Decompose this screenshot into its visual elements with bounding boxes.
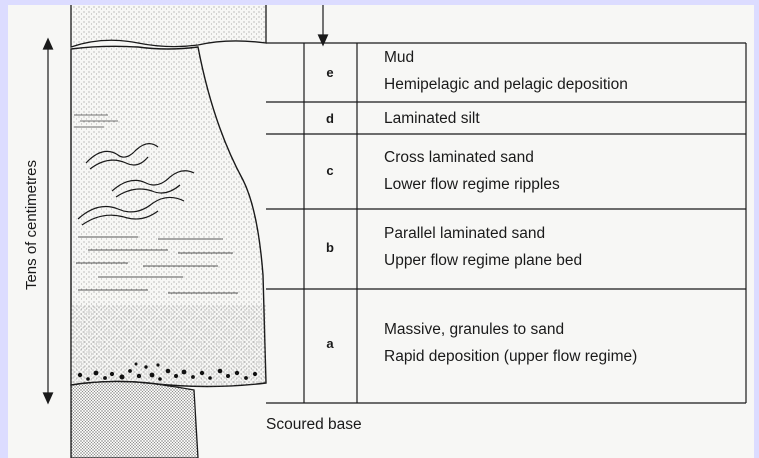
- bouma-sequence-diagram: Tens of centimetres e Mud Hemipelagic an…: [8, 5, 754, 458]
- unit-a-line-2: Rapid deposition (upper flow regime): [384, 348, 637, 365]
- scale-label: Tens of centimetres: [23, 160, 40, 290]
- unit-row-d: d Laminated silt: [326, 110, 480, 127]
- unit-letter-c: c: [326, 163, 333, 178]
- unit-row-e: e Mud Hemipelagic and pelagic deposition: [326, 49, 627, 93]
- unit-row-a: a Massive, granules to sand Rapid deposi…: [326, 321, 637, 365]
- unit-d-line-1: Laminated silt: [384, 110, 480, 127]
- scoured-base-label: Scoured base: [266, 416, 362, 433]
- overlying-bed: [71, 5, 266, 47]
- scale-arrow: [44, 39, 53, 403]
- underlying-bed: [71, 381, 198, 458]
- unit-c-line-2: Lower flow regime ripples: [384, 176, 560, 193]
- unit-a-line-1: Massive, granules to sand: [384, 321, 564, 338]
- unit-row-c: c Cross laminated sand Lower flow regime…: [326, 149, 560, 193]
- unit-letter-b: b: [326, 240, 334, 255]
- unit-c-line-1: Cross laminated sand: [384, 149, 534, 166]
- bouma-sequence-figure: Tens of centimetres e Mud Hemipelagic an…: [8, 5, 754, 458]
- unit-b-line-2: Upper flow regime plane bed: [384, 252, 582, 269]
- unit-letter-d: d: [326, 111, 334, 126]
- top-arrow: [319, 5, 328, 45]
- unit-row-b: b Parallel laminated sand Upper flow reg…: [326, 225, 582, 269]
- unit-e-line-2: Hemipelagic and pelagic deposition: [384, 76, 628, 93]
- unit-e-line-1: Mud: [384, 49, 414, 66]
- unit-letter-e: e: [326, 65, 333, 80]
- unit-b-line-1: Parallel laminated sand: [384, 225, 545, 242]
- unit-letter-a: a: [326, 336, 334, 351]
